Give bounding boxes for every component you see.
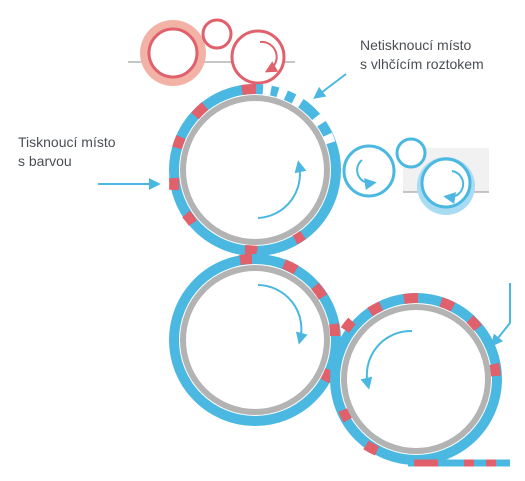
ink-segment: [311, 282, 328, 300]
ink-roller-large: [147, 27, 199, 79]
ink-segment: [340, 317, 356, 333]
ink-segment: [292, 230, 306, 245]
straight-arrow-icon: [491, 283, 511, 347]
curved-arrow-icon: [443, 170, 465, 205]
ink-segment: [172, 134, 186, 150]
plate-cylinder: [169, 83, 341, 256]
ink-unit: [128, 18, 295, 86]
ink-segment: [403, 292, 419, 304]
dampening-area-label: Netisknoucí místo s vlhčícím roztokem: [360, 36, 484, 74]
ink-segment: [241, 83, 257, 95]
ink-segment: [466, 315, 482, 332]
printing-area-label-line-2: s barvou: [18, 153, 72, 169]
blanket-cylinder-coating: [169, 254, 341, 426]
dampening-area-label-line-2: s vlhčícím roztokem: [360, 56, 484, 72]
printing-area-label: Tisknoucí místo s barvou: [18, 133, 116, 171]
ink-segment: [489, 362, 501, 377]
dampening-unit: [342, 137, 489, 215]
straight-arrow-icon: [313, 73, 347, 99]
curved-arrow-icon: [356, 159, 377, 190]
curved-arrow-icon: [360, 329, 413, 390]
ink-segment: [282, 259, 299, 275]
ink-segment: [367, 301, 384, 317]
water-form-roller: [342, 144, 396, 198]
ink-roller-small: [201, 18, 233, 50]
plate-cylinder-core: [180, 95, 330, 245]
blanket-cylinder: [169, 254, 341, 426]
ink-segment: [182, 210, 198, 226]
curved-arrow-icon: [257, 284, 308, 345]
ink-segment: [363, 440, 380, 456]
blanket-cylinder-core: [180, 265, 330, 415]
impression-cylinder-core: [341, 304, 491, 454]
water-roller-small: [395, 137, 427, 169]
ink-segment: [338, 408, 353, 423]
paper-strip: [408, 283, 511, 467]
ink-segment: [329, 323, 340, 337]
impression-cylinder: [330, 292, 502, 465]
plate-gap: [311, 113, 326, 128]
ink-segment: [191, 102, 209, 120]
ink-segment: [244, 245, 258, 256]
curved-arrow-icon: [257, 160, 307, 219]
curved-arrow-icon: [259, 40, 279, 73]
printing-area-label-line-1: Tisknoucí místo: [18, 134, 116, 150]
plate-gap: [262, 83, 272, 96]
ink-segment: [320, 368, 335, 384]
plate-gap: [321, 132, 336, 145]
dampening-area-label-line-1: Netisknoucí místo: [360, 37, 472, 53]
ink-segment: [439, 297, 456, 312]
plate-gap: [291, 94, 304, 108]
ink-segment: [239, 254, 253, 265]
plate-gap: [276, 86, 289, 101]
